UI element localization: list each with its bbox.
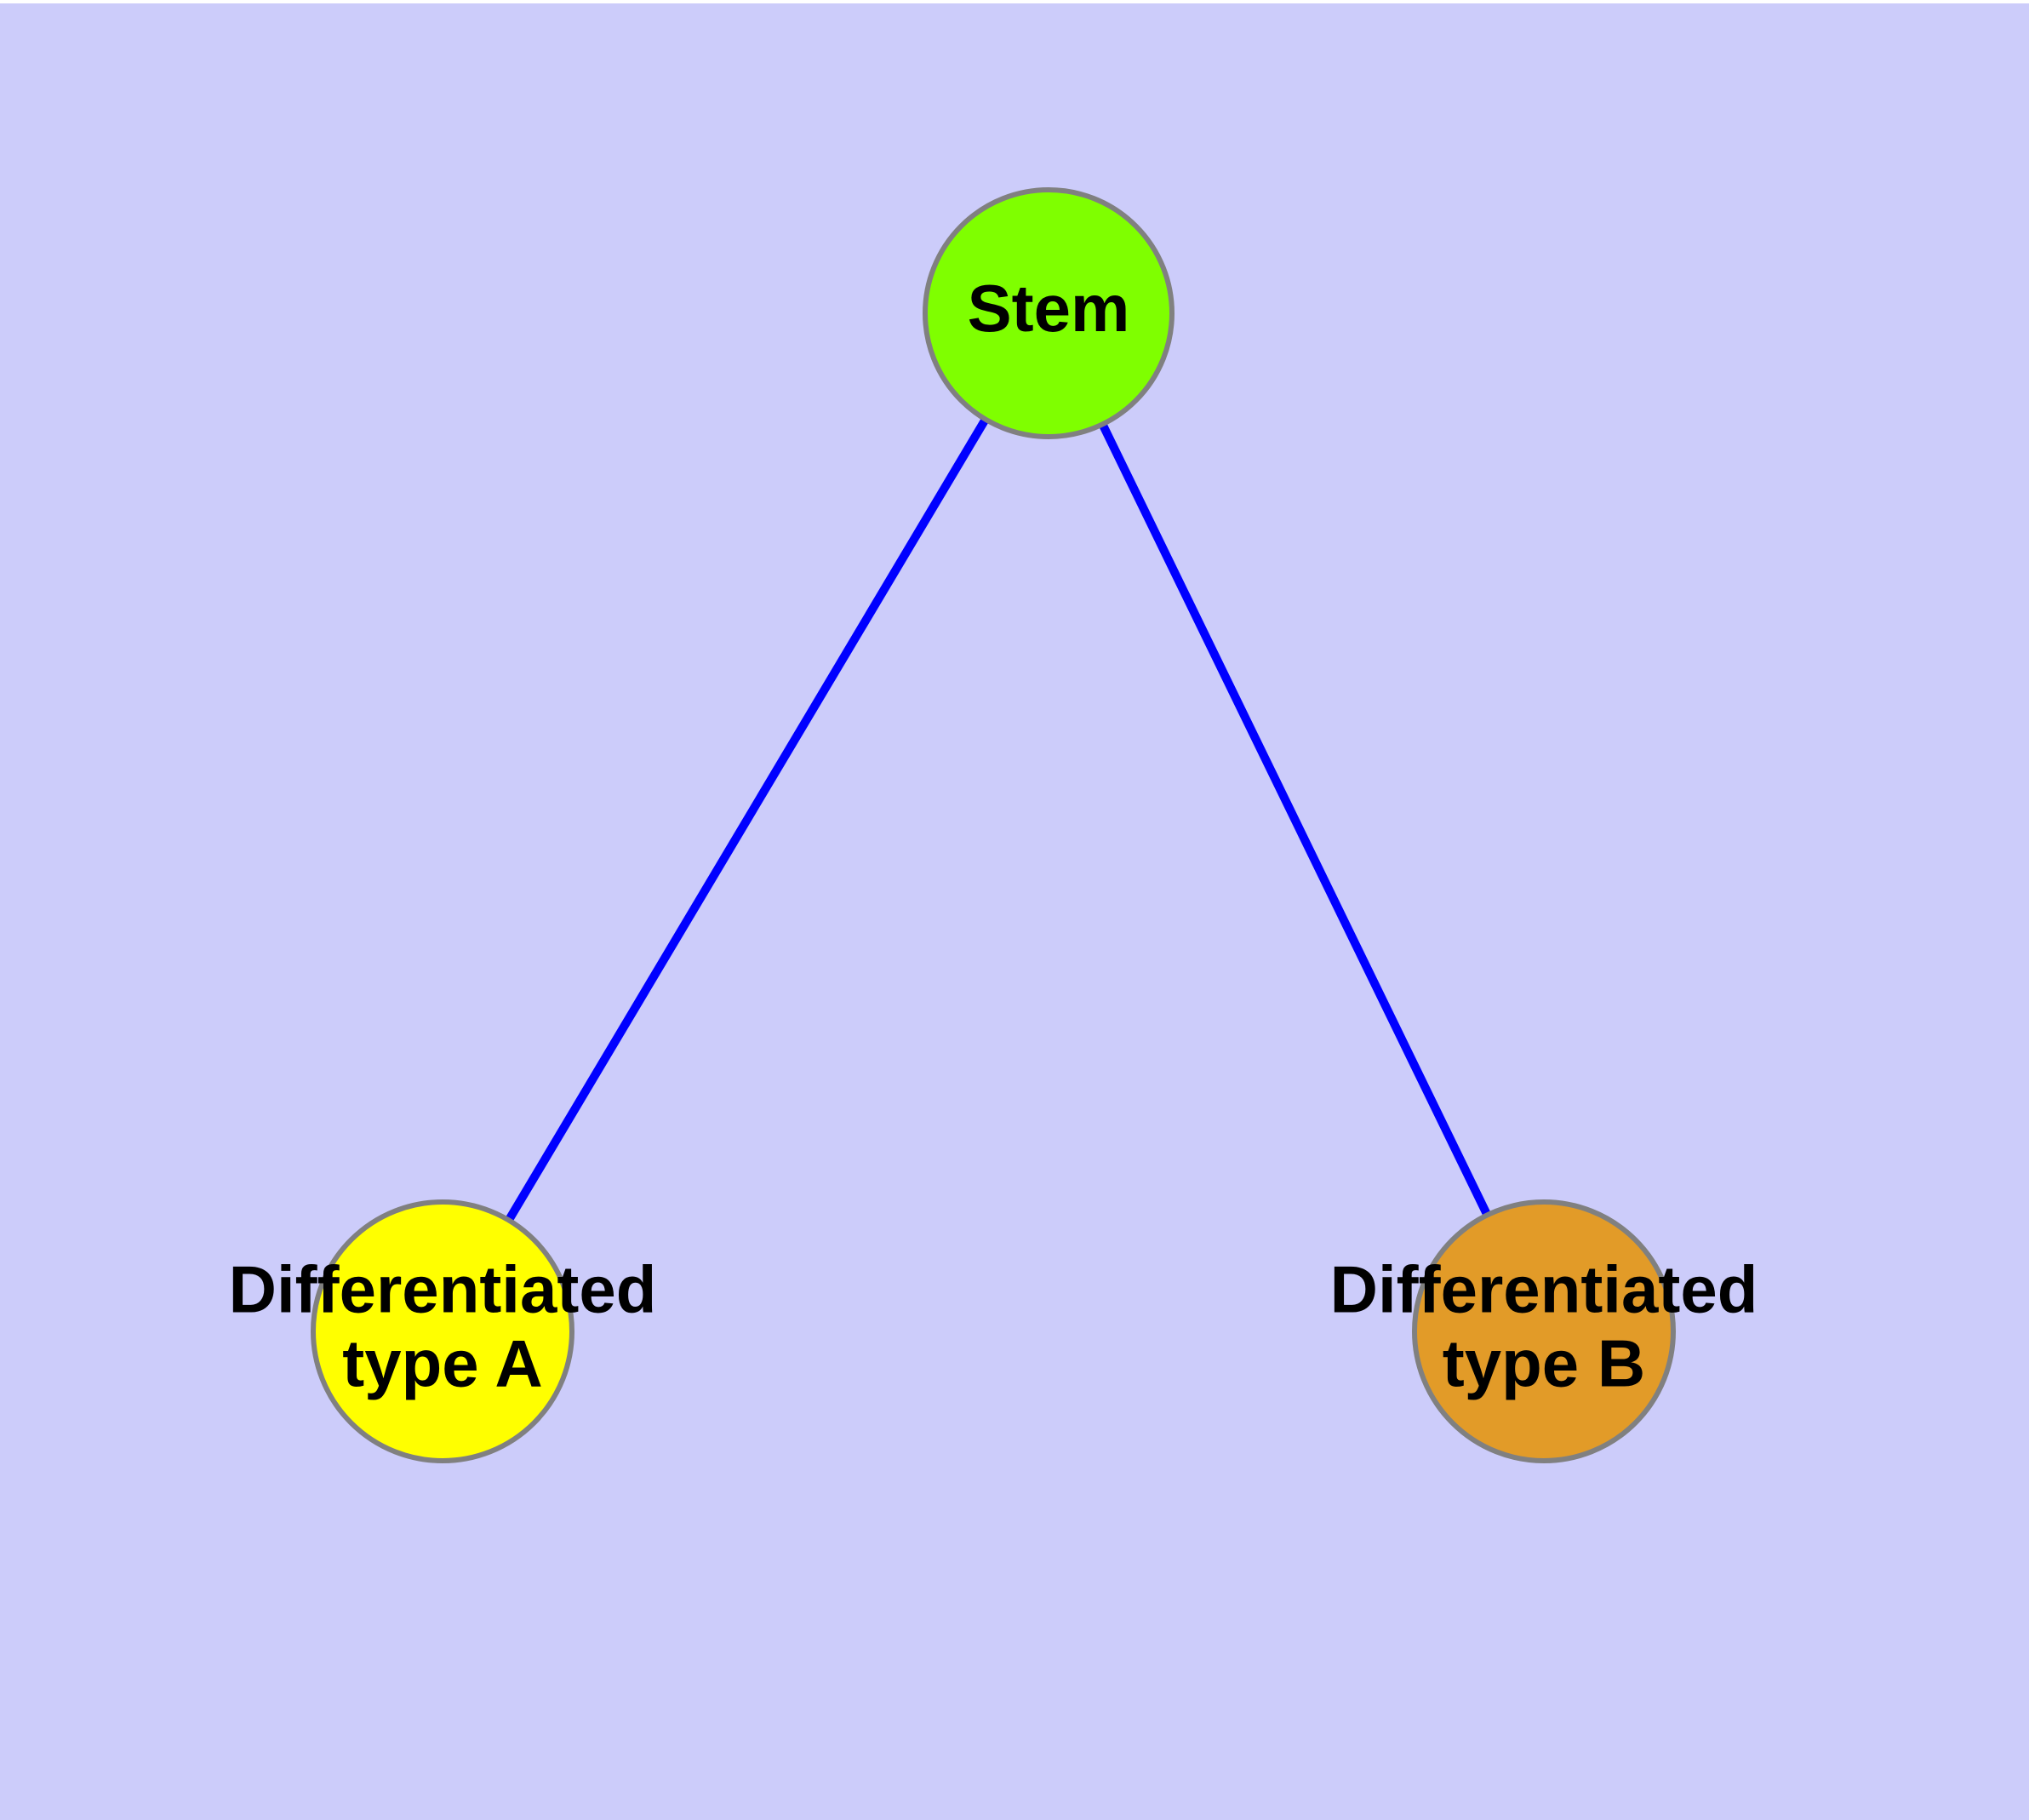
graph-node-label-line: Stem <box>968 271 1130 346</box>
graph-node-label-line: Differentiated <box>1330 1251 1758 1326</box>
nodes-group <box>311 187 1676 1463</box>
graph-node-stem[interactable] <box>923 187 1175 439</box>
graph-node-label-line: Differentiated <box>229 1251 657 1326</box>
graph-node-label-line: type B <box>1443 1325 1645 1400</box>
graph-node-label-stem: Stem <box>968 271 1130 346</box>
graph-node-diff_a[interactable] <box>311 1199 574 1463</box>
graph-edge-stem-diff_a <box>503 414 992 1226</box>
graph-node-label-line: type A <box>342 1325 543 1400</box>
graph-edge-stem-diff_b <box>1097 419 1493 1221</box>
graph-node-diff_b[interactable] <box>1412 1199 1676 1463</box>
edges-group <box>503 414 1493 1226</box>
